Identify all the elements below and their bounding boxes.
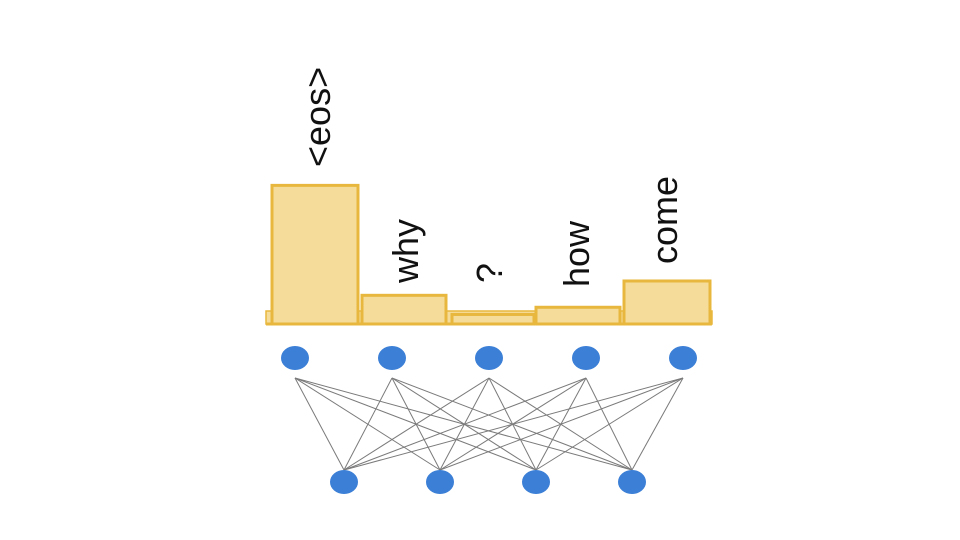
input-node-0 <box>330 470 358 494</box>
bars-layer <box>265 183 713 326</box>
edge-2-0 <box>343 377 490 471</box>
edge-4-0 <box>343 377 684 471</box>
bar-label-4: come <box>644 176 685 264</box>
output-node-4 <box>669 346 697 370</box>
edge-3-0 <box>343 377 587 471</box>
bar-1 <box>360 293 448 326</box>
input-node-1 <box>426 470 454 494</box>
output-node-2 <box>475 346 503 370</box>
input-node-2 <box>522 470 550 494</box>
bar-4 <box>622 279 712 326</box>
nodes-layer <box>281 346 697 494</box>
labels-layer: <eos> why? how come <box>297 67 685 287</box>
output-node-1 <box>378 346 406 370</box>
edge-4-2 <box>535 377 684 471</box>
bar-0 <box>270 183 360 326</box>
bar-label-3: how <box>556 220 597 287</box>
edges-layer <box>294 377 684 471</box>
bar-label-0: <eos> <box>297 67 338 167</box>
edge-4-3 <box>631 377 684 471</box>
edge-1-0 <box>343 377 393 471</box>
bar-label-2: ? <box>469 263 510 283</box>
output-node-3 <box>572 346 600 370</box>
edge-0-0 <box>294 377 345 471</box>
output-node-0 <box>281 346 309 370</box>
input-node-3 <box>618 470 646 494</box>
edge-4-1 <box>439 377 684 471</box>
bar-3 <box>534 305 622 326</box>
bar-label-1: why <box>385 219 426 284</box>
